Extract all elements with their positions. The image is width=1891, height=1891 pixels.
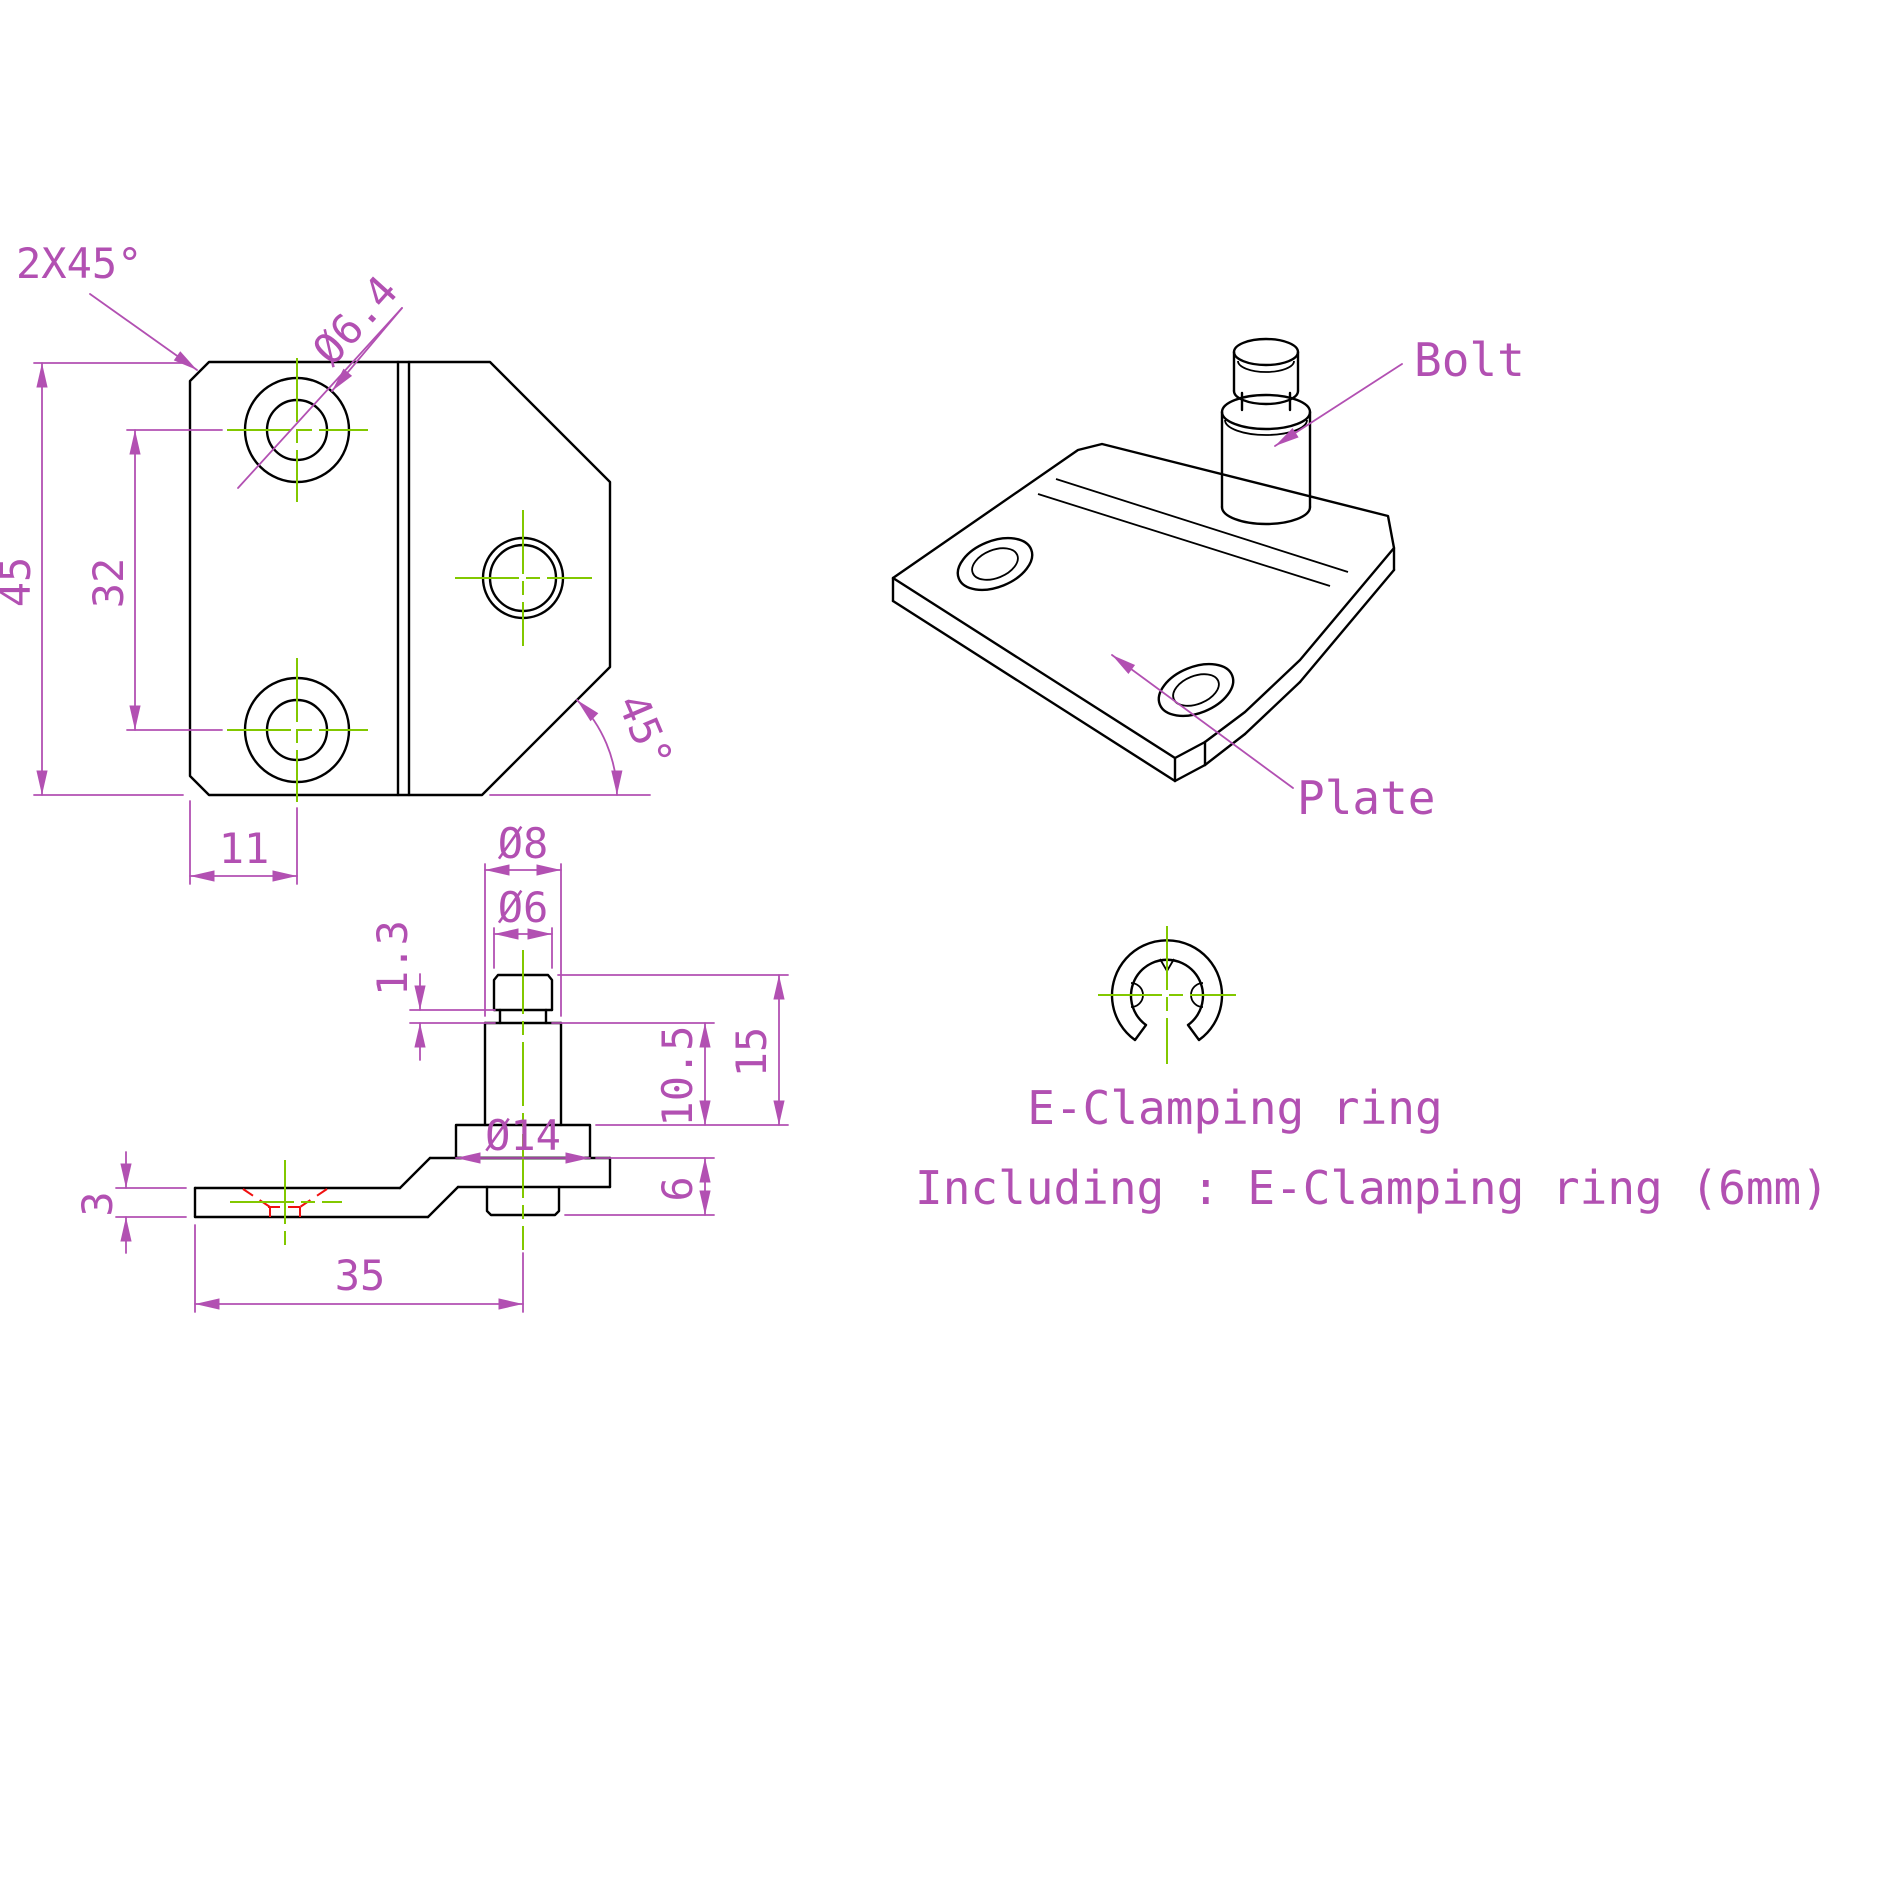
note-text: Including : E-Clamping ring (6mm) bbox=[915, 1161, 1829, 1215]
side-plate-profile bbox=[193, 1156, 612, 1219]
ring-centerlines bbox=[1098, 926, 1236, 1064]
front-plate-outline bbox=[188, 360, 612, 797]
iso-bend-lines bbox=[1037, 478, 1349, 587]
dim-height-6: 6 bbox=[564, 1157, 715, 1216]
front-bend-lines bbox=[396, 360, 411, 797]
dim-15-text: 15 bbox=[727, 1027, 776, 1078]
front-view: 45 32 11 2X45° Ø6.4 45° bbox=[0, 239, 683, 885]
dim-dia8: Ø8 bbox=[484, 819, 562, 1017]
front-centerlines bbox=[227, 358, 592, 802]
dim-groove-text: 1.3 bbox=[368, 920, 417, 996]
dim-45-text: 45 bbox=[0, 557, 40, 608]
angle-45-text: 45° bbox=[608, 687, 683, 776]
ring-outline bbox=[1110, 939, 1224, 1042]
ring-view: E-Clamping ring bbox=[1027, 926, 1443, 1135]
label-hole-dia-6-4: Ø6.4 bbox=[237, 266, 407, 489]
chamfer-label-text: 2X45° bbox=[16, 239, 142, 288]
iso-view: Bolt Plate bbox=[891, 333, 1525, 825]
iso-plate-top-face bbox=[891, 442, 1396, 760]
dim-6-text: 6 bbox=[653, 1176, 702, 1201]
dim-dia14: Ø14 bbox=[455, 1111, 591, 1164]
side-centerlines bbox=[230, 950, 524, 1250]
dim-groove-1-3: 1.3 bbox=[368, 920, 496, 1061]
side-hidden-countersink bbox=[242, 1188, 328, 1217]
plate-label-text: Plate bbox=[1297, 771, 1435, 825]
dim-32-text: 32 bbox=[84, 558, 133, 609]
ring-title-text: E-Clamping ring bbox=[1027, 1081, 1442, 1135]
dim-35-text: 35 bbox=[335, 1251, 386, 1300]
dim-thickness-3: 3 bbox=[73, 1151, 187, 1254]
dim-11-text: 11 bbox=[219, 824, 270, 873]
dim-dia8-text: Ø8 bbox=[498, 819, 549, 868]
dim-height-10-5: 10.5 bbox=[551, 1022, 715, 1127]
dim-height-15: 15 bbox=[557, 974, 789, 1126]
bolt-leader: Bolt bbox=[1274, 333, 1525, 447]
front-holes bbox=[243, 376, 565, 784]
dim-10-5-text: 10.5 bbox=[653, 1025, 702, 1126]
dim-dia6: Ø6 bbox=[493, 883, 553, 969]
label-chamfer-2x45: 2X45° bbox=[16, 239, 198, 371]
dim-length-35: 35 bbox=[194, 1224, 524, 1313]
iso-plate-thickness-edges bbox=[891, 546, 1396, 783]
dim-offset-11: 11 bbox=[189, 800, 298, 885]
iso-holes bbox=[956, 536, 1235, 718]
side-view: Ø8 Ø6 1.3 15 10.5 bbox=[73, 819, 789, 1313]
dim-height-45: 45 bbox=[0, 362, 184, 796]
dim-dia14-text: Ø14 bbox=[485, 1111, 561, 1160]
dim-spacing-32: 32 bbox=[84, 429, 223, 731]
dim-3-text: 3 bbox=[73, 1191, 122, 1216]
dim-angle-45: 45° bbox=[489, 687, 683, 796]
dim-dia6-text: Ø6 bbox=[498, 883, 549, 932]
plate-leader: Plate bbox=[1111, 654, 1435, 825]
bolt-label-text: Bolt bbox=[1414, 333, 1525, 387]
iso-bolt bbox=[1220, 337, 1312, 526]
